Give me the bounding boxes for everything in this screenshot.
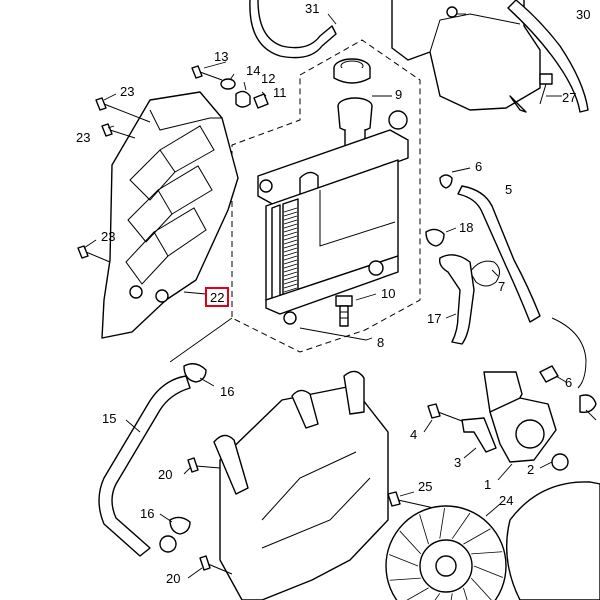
- reservoir-tank: [391, 0, 541, 113]
- hose-15: [98, 375, 191, 557]
- callout-14: 14: [246, 63, 261, 78]
- callout-23-top: 23: [120, 84, 135, 99]
- leader-lines: [83, 13, 597, 579]
- radiator-cover: [101, 91, 239, 339]
- thermostat-housing: [483, 365, 597, 471]
- callout-27: 27: [562, 90, 577, 105]
- callout-5: 5: [505, 182, 513, 197]
- hose-31: [249, 0, 337, 59]
- callout-23-low: 23: [101, 229, 116, 244]
- clamp-16-upper: [183, 363, 207, 383]
- cooling-fan: [385, 505, 507, 600]
- mount-hardware: [191, 65, 269, 109]
- callout-18: 18: [459, 220, 474, 235]
- radiator-core: [265, 159, 399, 301]
- callout-12: 12: [261, 71, 276, 86]
- callout-20-lower: 20: [166, 571, 181, 586]
- fan-cover: [506, 481, 600, 600]
- callout-16-upper: 16: [220, 384, 235, 399]
- hose-fitting: [159, 535, 177, 553]
- callout-24: 24: [499, 493, 514, 508]
- hose-30: [507, 0, 589, 113]
- callout-30: 30: [576, 7, 591, 22]
- callout-6-lower: 6: [565, 375, 573, 390]
- callout-17: 17: [427, 311, 442, 326]
- bolt-25: [387, 491, 435, 509]
- bypass-hose: [551, 317, 587, 389]
- hose-5: [439, 174, 541, 323]
- callout-20-upper: 20: [158, 467, 173, 482]
- fan-shroud: [213, 370, 389, 600]
- radiator-top-tank: [257, 129, 409, 207]
- radiator-cap: [333, 58, 371, 84]
- callout-13: 13: [214, 49, 229, 64]
- callout-4: 4: [410, 427, 418, 442]
- callout-22-highlighted: 22: [205, 287, 230, 307]
- callout-10: 10: [381, 286, 396, 301]
- callout-2: 2: [527, 462, 535, 477]
- callout-11: 11: [273, 85, 287, 100]
- callout-8: 8: [377, 335, 385, 350]
- clamp-18: [425, 228, 445, 247]
- callout-15: 15: [102, 411, 117, 426]
- callout-7: 7: [498, 279, 506, 294]
- callout-16-lower: 16: [140, 506, 155, 521]
- callout-3: 3: [454, 455, 462, 470]
- callout-31: 31: [305, 1, 320, 16]
- shroud-bolts-20: [187, 457, 233, 575]
- callout-6-upper: 6: [475, 159, 483, 174]
- callout-23-mid: 23: [76, 130, 91, 145]
- clamp-16-lower: [169, 516, 191, 535]
- cover-bolts: [77, 97, 151, 263]
- bolt-27: [539, 73, 553, 105]
- bracket-3: [461, 417, 497, 453]
- hose-17: [438, 254, 475, 345]
- callout-9: 9: [395, 87, 403, 102]
- callout-25: 25: [418, 479, 433, 494]
- spring-clip-7: [469, 260, 500, 287]
- drain-plug: [335, 295, 353, 327]
- callout-1: 1: [484, 477, 492, 492]
